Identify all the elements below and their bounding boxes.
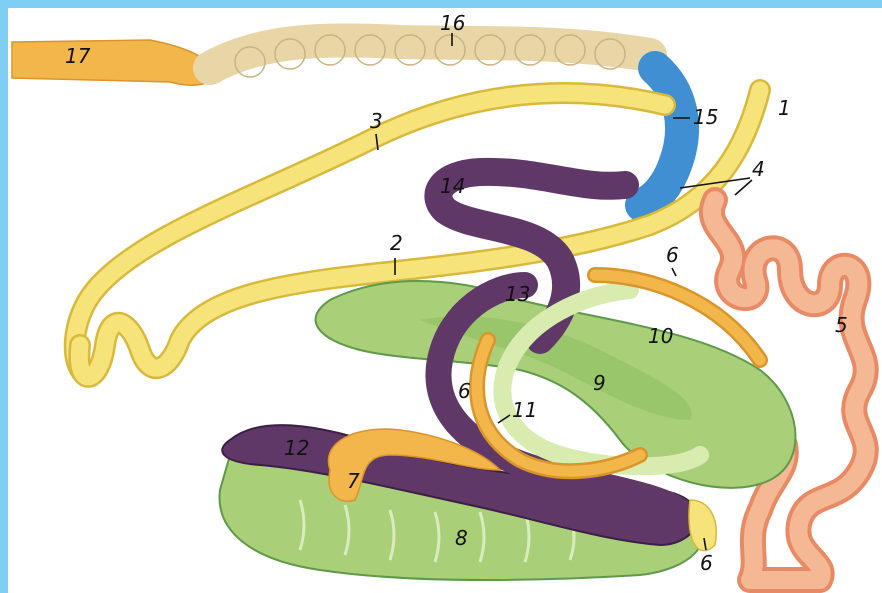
label-13: 13 xyxy=(505,282,530,306)
top-border xyxy=(0,0,882,8)
segment-15 xyxy=(642,68,682,205)
label-2: 2 xyxy=(390,231,403,255)
label-11: 11 xyxy=(512,398,537,422)
segment-6-tip xyxy=(689,500,716,551)
label-9: 9 xyxy=(593,371,606,395)
label-5: 5 xyxy=(835,313,848,337)
label-1: 1 xyxy=(778,96,791,120)
label-8: 8 xyxy=(455,526,468,550)
label-14: 14 xyxy=(440,174,465,198)
left-border xyxy=(0,0,8,593)
segment-17 xyxy=(12,40,215,85)
label-6-top: 6 xyxy=(666,243,679,267)
label-6-bottom: 6 xyxy=(700,551,713,575)
label-17: 17 xyxy=(65,44,91,68)
label-4: 4 xyxy=(752,157,765,181)
label-3: 3 xyxy=(370,109,383,133)
label-10: 10 xyxy=(648,324,673,348)
label-15: 15 xyxy=(693,105,718,129)
label-7: 7 xyxy=(347,469,360,493)
label-12: 12 xyxy=(284,436,309,460)
label-6-mid: 6 xyxy=(458,379,471,403)
label-16: 16 xyxy=(440,11,465,35)
